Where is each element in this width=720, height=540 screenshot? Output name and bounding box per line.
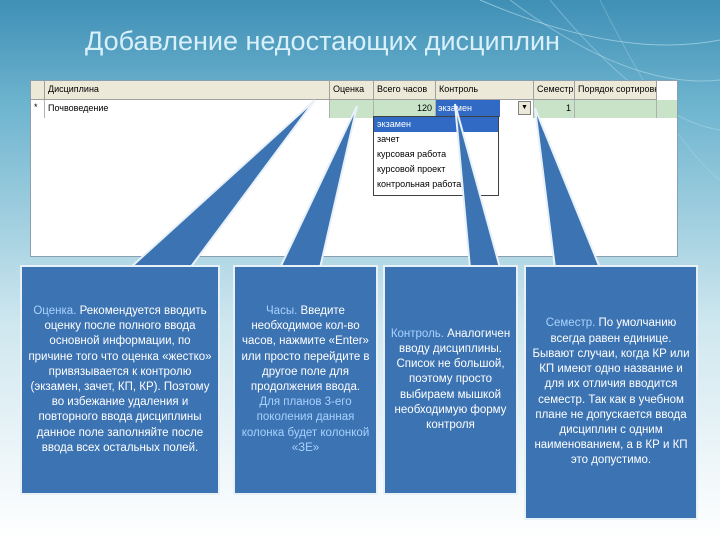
- control-dropdown-list[interactable]: экзамен зачет курсовая работа курсовой п…: [373, 116, 499, 196]
- sort-order-cell[interactable]: [575, 100, 657, 118]
- hours-cell[interactable]: 120: [374, 100, 436, 118]
- callout-text: Рекомендуется вводить оценку после полно…: [28, 304, 212, 454]
- row-selector-header: [31, 81, 45, 99]
- control-pointer: [454, 103, 502, 269]
- grade-cell[interactable]: [330, 100, 374, 118]
- col-header-control[interactable]: Контроль: [436, 81, 534, 99]
- col-header-sort-order[interactable]: Порядок сортировки: [575, 81, 657, 99]
- col-header-hours[interactable]: Всего часов: [374, 81, 436, 99]
- callout-text: Введите необходимое кол-во часов, нажмит…: [241, 304, 370, 393]
- col-header-discipline[interactable]: Дисциплина: [45, 81, 330, 99]
- col-header-grade[interactable]: Оценка: [330, 81, 374, 99]
- callout-heading: Контроль.: [390, 327, 444, 340]
- dropdown-item[interactable]: курсовой проект: [377, 164, 446, 174]
- dropdown-item[interactable]: курсовая работа: [377, 149, 447, 159]
- semester-cell[interactable]: 1: [534, 100, 575, 118]
- hours-callout: Часы. Введите необходимое кол-во часов, …: [233, 265, 378, 495]
- new-row-marker: *: [31, 100, 45, 118]
- dropdown-item[interactable]: контрольная работа: [377, 179, 462, 189]
- semester-pointer: [534, 107, 602, 269]
- grade-pointer: [127, 99, 316, 269]
- grade-callout: Оценка. Рекомендуется вводить оценку пос…: [20, 265, 220, 495]
- chevron-down-icon[interactable]: ▼: [518, 101, 531, 115]
- callout-heading: Оценка.: [33, 304, 77, 317]
- callout-note: Для планов 3-его поколения данная колонк…: [241, 396, 370, 454]
- col-header-semester[interactable]: Семестр: [534, 81, 575, 99]
- grid-header: Дисциплина Оценка Всего часов Контроль С…: [31, 81, 657, 100]
- callout-heading: Семестр.: [545, 317, 596, 330]
- discipline-cell[interactable]: Почвоведение: [45, 100, 330, 118]
- slide-title: Добавление недостающих дисциплин: [85, 26, 560, 56]
- callout-text: Аналогичен вводу дисциплины. Список не б…: [394, 327, 511, 431]
- dropdown-item[interactable]: экзамен: [374, 117, 498, 132]
- callout-heading: Часы.: [266, 304, 298, 317]
- row-filler: [657, 100, 677, 118]
- control-callout: Контроль. Аналогичен вводу дисциплины. С…: [383, 265, 518, 495]
- dropdown-item[interactable]: зачет: [377, 134, 400, 144]
- callout-text: По умолчанию всегда равен единице. Бываю…: [532, 317, 690, 467]
- semester-callout: Семестр. По умолчанию всегда равен едини…: [524, 265, 698, 520]
